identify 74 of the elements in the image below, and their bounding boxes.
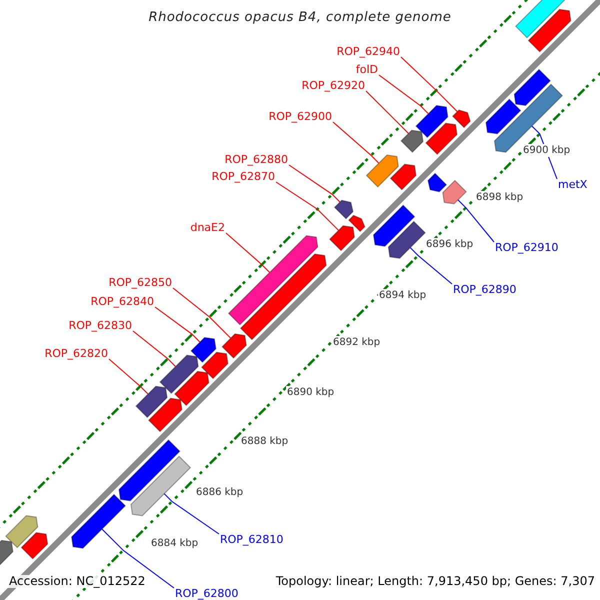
gene-bar bbox=[372, 204, 416, 247]
gene-bar bbox=[425, 122, 458, 155]
scale-tick-label: 6886 kbp bbox=[195, 486, 244, 499]
gene-bar bbox=[329, 225, 355, 252]
scale-tick-label: 6896 kbp bbox=[425, 238, 474, 251]
leader-line bbox=[366, 90, 409, 134]
leader-line bbox=[288, 164, 340, 203]
gene-label: dnaE2 bbox=[190, 221, 225, 234]
scale-tick-label: 6890 kbp bbox=[286, 386, 336, 399]
gene-label: folD bbox=[356, 63, 378, 76]
gene-bar bbox=[174, 370, 210, 406]
scale-tick-label: 6894 kbp bbox=[378, 289, 428, 302]
leader-line bbox=[108, 358, 148, 394]
gene-bar bbox=[148, 398, 182, 432]
gene-label: ROP_62840 bbox=[90, 295, 154, 308]
scale-tick-label: 6900 kbp bbox=[522, 144, 572, 157]
gene-bar bbox=[485, 98, 522, 134]
leader-line bbox=[154, 306, 200, 343]
leader-line bbox=[458, 199, 494, 242]
gene-bar bbox=[415, 104, 448, 138]
gene-bar bbox=[159, 354, 199, 394]
gene-label: ROP_62910 bbox=[495, 241, 558, 254]
scale-tick-label: 6892 kbp bbox=[332, 336, 382, 349]
gene-bar bbox=[366, 154, 399, 188]
gene-bar bbox=[190, 336, 216, 363]
leader-line bbox=[276, 182, 339, 231]
footer-text: Topology: linear; Length: 7,913,450 bp; Genes: 7,307 bbox=[274, 575, 596, 588]
leader-line bbox=[164, 493, 220, 534]
scale-tick-label: 6898 kbp bbox=[475, 191, 524, 204]
leader-line bbox=[226, 232, 270, 273]
gene-bar bbox=[240, 253, 327, 340]
gene-label: ROP_62870 bbox=[212, 170, 275, 183]
gene-bar bbox=[71, 494, 126, 549]
gene-bar bbox=[228, 235, 318, 326]
leader-line bbox=[400, 56, 458, 112]
gene-label: ROP_62830 bbox=[68, 319, 132, 332]
leader-line bbox=[132, 330, 176, 367]
gene-bar bbox=[388, 220, 426, 259]
gene-label: ROP_62810 bbox=[220, 533, 284, 546]
leader-line bbox=[378, 74, 429, 114]
footer-text: Accession: NC_012522 bbox=[8, 575, 146, 588]
gene-label: ROP_62890 bbox=[453, 283, 516, 296]
leader-line bbox=[332, 122, 380, 164]
gene-bar bbox=[20, 532, 48, 560]
gene-bar bbox=[348, 214, 366, 232]
gene-label: metX bbox=[558, 178, 588, 191]
gene-label: ROP_62940 bbox=[336, 45, 400, 58]
gene-bar bbox=[400, 130, 424, 153]
gene-label: ROP_62880 bbox=[224, 153, 288, 166]
gene-bar bbox=[5, 515, 38, 548]
gene-bar bbox=[514, 68, 551, 106]
gene-bar bbox=[201, 352, 228, 380]
gene-label: ROP_62920 bbox=[302, 79, 365, 92]
gene-bar bbox=[118, 439, 180, 502]
gene-label: ROP_62820 bbox=[44, 347, 108, 360]
gene-bar bbox=[334, 200, 354, 220]
gene-bar bbox=[135, 386, 168, 418]
gene-bar bbox=[528, 8, 572, 52]
leader-line bbox=[410, 247, 452, 284]
diagram-title: Rhodococcus opacus B4, complete genome bbox=[148, 11, 452, 24]
gene-label: ROP_62900 bbox=[268, 110, 332, 123]
scale-tick-label: 6884 kbp bbox=[150, 537, 200, 550]
gene-label: ROP_62850 bbox=[108, 276, 172, 289]
leader-line bbox=[102, 528, 174, 588]
gene-bar bbox=[130, 456, 192, 516]
gene-bar bbox=[452, 109, 471, 128]
gene-bar bbox=[0, 540, 14, 566]
leader-line bbox=[172, 288, 232, 339]
gene-bar bbox=[390, 164, 417, 190]
gene-bar bbox=[222, 333, 247, 359]
gene-bar bbox=[442, 180, 467, 204]
gene-label: ROP_62800 bbox=[175, 587, 238, 600]
gene-bar bbox=[427, 172, 448, 192]
scale-tick-label: 6888 kbp bbox=[240, 435, 290, 448]
